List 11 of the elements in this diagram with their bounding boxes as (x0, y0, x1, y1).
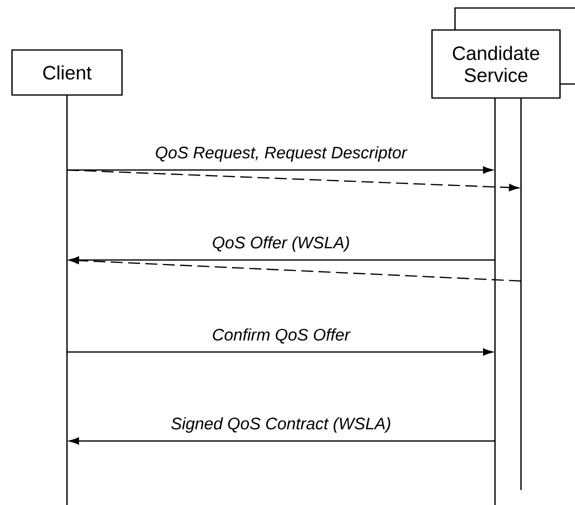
message-arrow (66, 169, 519, 192)
message-arrow (69, 437, 495, 445)
participant-box: Client (11, 49, 123, 96)
participant-box (454, 7, 575, 30)
edge-label: QoS Offer (WSLA) (210, 234, 352, 254)
participant-box: Candidate Service (431, 29, 561, 99)
message-arrow (67, 348, 493, 356)
edge-label: QoS Request, Request Descriptor (154, 144, 408, 164)
edge-label: Confirm QoS Offer (210, 327, 352, 345)
message-arrow (69, 256, 522, 282)
edge-label: Signed QoS Contract (WSLA) (169, 416, 393, 434)
